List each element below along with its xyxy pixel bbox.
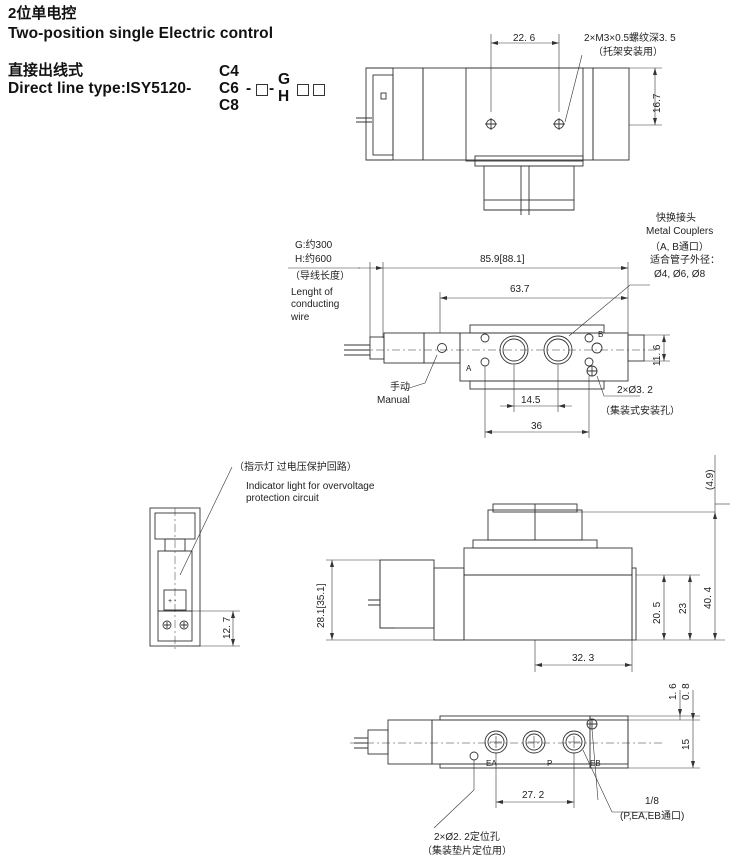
option-box-2 (313, 84, 325, 96)
dim-63-7: 63.7 (510, 284, 530, 295)
dim-top-16-7: 16.7 (652, 93, 663, 113)
dim-15: 15 (681, 738, 692, 750)
coupler-cn: 快换接头 (656, 211, 696, 224)
subtitle-cn: 直接出线式 (8, 62, 84, 79)
wire-g: G:约300 (295, 238, 333, 251)
code-placeholder-box (256, 84, 268, 96)
dim-36: 36 (531, 421, 543, 432)
code-option-c6: C6 (219, 80, 239, 97)
screw-note-1: 2×M3×0.5螺纹深3. 5 (584, 31, 676, 44)
screw-note-2: （托架安装用） (593, 45, 663, 58)
coupler-ports: （A, B通口） (650, 241, 709, 253)
dim-top-22-6: 22. 6 (513, 33, 536, 44)
wire-option-h: H (278, 88, 290, 105)
elevation-view (326, 455, 730, 672)
hole-note-1: 2×Ø3. 2 (617, 385, 653, 396)
wire-h: H:约600 (295, 252, 332, 265)
option-box-1 (297, 84, 309, 96)
dim-40-4: 40. 4 (703, 586, 714, 609)
manual-en: Manual (377, 395, 410, 406)
dim-85-9: 85.9[88.1] (480, 254, 525, 265)
pin-note-2: （集装垫片定位用） (422, 844, 512, 857)
bottom-view (350, 690, 700, 829)
side-view: + - (149, 466, 240, 650)
dim-32-3: 32. 3 (572, 653, 595, 664)
port-ea-label: EA (486, 759, 497, 768)
top-view (356, 34, 662, 215)
dim-14-5: 14.5 (521, 395, 541, 406)
code-option-c4: C4 (219, 63, 239, 80)
indicator-en-2: protection circuit (246, 493, 319, 504)
wire-option-g: G (278, 71, 291, 88)
title-en: Two-position single Electric control (8, 25, 274, 42)
tube-dia-values: Ø4, Ø6, Ø8 (654, 269, 706, 280)
svg-text:+ -: + - (168, 598, 177, 605)
dim-0-8: 0. 8 (681, 683, 692, 700)
dim-11-6: 11. 6 (652, 344, 663, 366)
thread-ports: (P,EA,EB通口) (620, 810, 684, 822)
dim-23: 23 (678, 602, 689, 614)
dim-12-7: 12. 7 (222, 616, 233, 639)
port-eb-label: EB (590, 759, 601, 768)
hole-note-2: （集装式安装孔） (600, 404, 680, 417)
code-dash-2: - (269, 80, 275, 97)
title-cn: 2位单电控 (8, 5, 77, 22)
dim-28-1: 28.1[35.1] (316, 583, 327, 628)
coupler-en: Metal Couplers (646, 226, 713, 237)
wire-len-en-3: wire (290, 312, 310, 323)
dim-4-9: (4.9) (705, 469, 716, 490)
port-b-label: B (598, 330, 603, 339)
thread-size: 1/8 (645, 796, 659, 807)
wire-len-en-2: conducting (291, 299, 339, 310)
type-prefix: Direct line type:ISY5120- (8, 80, 192, 97)
indicator-cn: （指示灯 过电压保护回路） (234, 460, 357, 473)
dim-27-2: 27. 2 (522, 790, 545, 801)
manual-cn: 手动 (390, 380, 410, 393)
pin-note-1: 2×Ø2. 2定位孔 (434, 830, 500, 843)
dim-1-6: 1. 6 (668, 683, 679, 700)
wire-len-cn: （导线长度） (290, 269, 350, 282)
code-option-c8: C8 (219, 97, 239, 114)
front-view (288, 262, 670, 438)
wire-len-en-1: Lenght of (291, 287, 333, 298)
dim-20-5: 20. 5 (652, 601, 663, 624)
port-a-label: A (466, 364, 472, 373)
indicator-en-1: Indicator light for overvoltage (246, 481, 375, 492)
port-p-label: P (547, 759, 552, 768)
code-dash-1: - (246, 80, 252, 97)
tube-dia-cn: 适合管子外径： (650, 253, 720, 266)
